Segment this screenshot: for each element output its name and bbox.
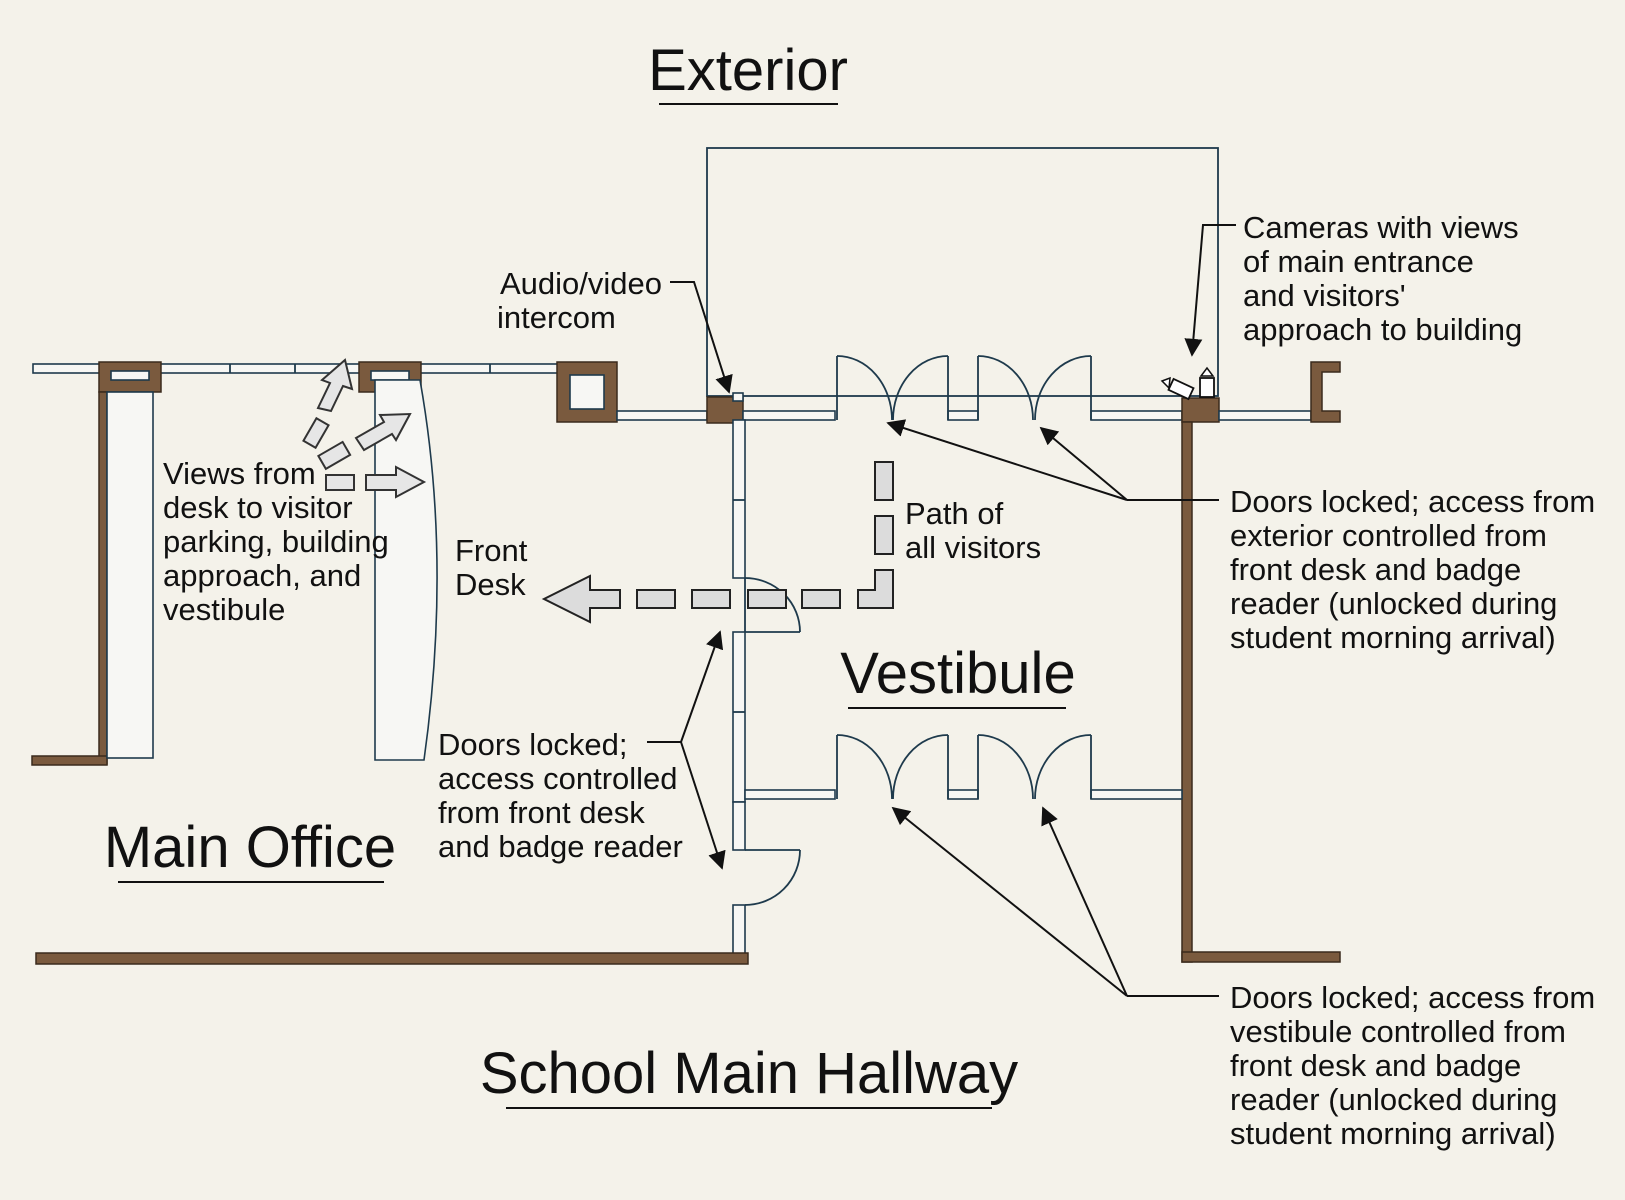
hallway-door-leader xyxy=(1041,806,1128,997)
office-west-wall xyxy=(98,391,108,765)
storefront-glass xyxy=(1090,410,1183,421)
camera-column xyxy=(1181,397,1220,423)
storefront-glass xyxy=(742,410,836,421)
exterior-door-leader xyxy=(886,419,1128,501)
inner-glass xyxy=(947,789,979,800)
inner-glass xyxy=(744,789,836,800)
hallway-door-leader xyxy=(891,806,1128,997)
hallway-doors-note: Doors locked; access from vestibule cont… xyxy=(1230,980,1604,1151)
camera-leader xyxy=(1184,224,1236,357)
partition-glass xyxy=(732,419,746,579)
interior-door-pair-1[interactable] xyxy=(836,734,949,800)
office-door-leader xyxy=(680,630,724,743)
exterior-label: Exterior xyxy=(648,38,848,103)
interior-door-pair-2[interactable] xyxy=(977,734,1092,800)
cameras-note: Cameras with views of main entrance and … xyxy=(1243,210,1527,347)
partition-glass xyxy=(732,801,746,851)
column xyxy=(1310,361,1341,423)
visitor-path xyxy=(541,461,894,624)
entry-canopy xyxy=(706,147,1219,397)
hallway-label: School Main Hallway xyxy=(480,1041,1018,1106)
office-wall xyxy=(31,755,108,766)
partition-glass xyxy=(732,631,746,803)
partition-glass xyxy=(732,904,746,958)
vestibule-label: Vestibule xyxy=(840,641,1075,706)
view-arrows xyxy=(302,358,427,499)
exterior-door-pair-1[interactable] xyxy=(836,355,949,421)
office-window xyxy=(417,363,559,374)
intercom-note: Audio/video intercom xyxy=(497,266,671,335)
storefront-glass xyxy=(616,410,708,421)
arrow-icon xyxy=(541,574,621,624)
intercom-leader xyxy=(670,281,733,394)
exterior-doors-note: Doors locked; access from exterior contr… xyxy=(1230,484,1604,655)
office-window xyxy=(159,363,361,374)
office-doors-note: Doors locked; access controlled from fro… xyxy=(438,727,686,864)
storefront-glass xyxy=(947,410,979,421)
hallway-wall xyxy=(1181,951,1341,963)
office-door-leader xyxy=(680,741,726,870)
exterior-door-leader xyxy=(1039,426,1128,501)
counter xyxy=(106,391,154,759)
camera-icon xyxy=(1160,366,1215,401)
office-south-wall xyxy=(35,952,749,965)
office-door-lower[interactable] xyxy=(744,849,801,906)
front-desk-label: Front Desk xyxy=(455,533,536,602)
storefront-glass xyxy=(1218,410,1312,421)
path-note: Path of all visitors xyxy=(905,496,1041,565)
exterior-door-pair-2[interactable] xyxy=(977,355,1092,421)
inner-glass xyxy=(1090,789,1183,800)
views-note: Views from desk to visitor parking, buil… xyxy=(163,456,397,627)
main-office-label: Main Office xyxy=(104,815,396,880)
vestibule-east-wall xyxy=(1181,421,1193,963)
